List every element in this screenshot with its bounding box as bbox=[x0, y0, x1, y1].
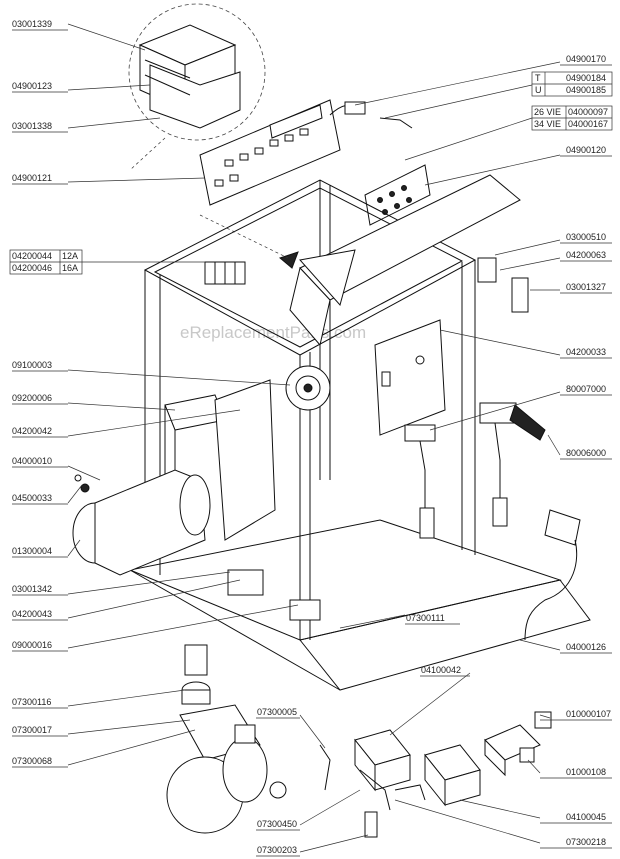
pump-part bbox=[166, 644, 287, 834]
solenoid-valve-2-part bbox=[424, 744, 481, 807]
transformer-part bbox=[138, 24, 241, 129]
label-04200063: 04200063 bbox=[566, 250, 606, 260]
direction-arrow bbox=[278, 251, 299, 269]
label-01300004: 01300004 bbox=[12, 546, 52, 556]
motor-part bbox=[72, 469, 211, 576]
label-04200046: 04200046 bbox=[12, 263, 52, 273]
label-07300203: 07300203 bbox=[257, 845, 297, 855]
label-04000010: 04000010 bbox=[12, 456, 52, 466]
label-04000167: 04000167 bbox=[568, 119, 608, 129]
top-cover-part bbox=[289, 174, 521, 347]
label-07300068: 07300068 bbox=[12, 756, 52, 766]
label-04000097: 04000097 bbox=[568, 107, 608, 117]
solenoid-valve-1-part bbox=[354, 729, 411, 792]
label-04900121: 04900121 bbox=[12, 173, 52, 183]
label-03001342: 03001342 bbox=[12, 584, 52, 594]
label-04000126: 04000126 bbox=[566, 642, 606, 652]
label-U: U bbox=[535, 85, 542, 95]
label-09200006: 09200006 bbox=[12, 393, 52, 403]
label-010000107: 010000107 bbox=[566, 709, 611, 719]
solenoid-valve-3-part bbox=[484, 711, 552, 777]
right-labels: 04900170 T 04900184 U 04900185 26 VIE 04… bbox=[531, 54, 613, 654]
water-handle-part bbox=[479, 402, 546, 527]
detail-circle bbox=[128, 3, 266, 141]
label-04100045: 04100045 bbox=[566, 812, 606, 822]
label-09100003: 09100003 bbox=[12, 360, 52, 370]
label-03001327: 03001327 bbox=[566, 282, 606, 292]
label-T: T bbox=[535, 73, 541, 83]
label-04900120: 04900120 bbox=[566, 145, 606, 155]
label-03001338: 03001338 bbox=[12, 121, 52, 131]
drip-tray-part bbox=[227, 569, 264, 596]
label-04900170: 04900170 bbox=[566, 54, 606, 64]
fitting-3-part bbox=[394, 784, 426, 801]
label-04100042: 04100042 bbox=[421, 665, 461, 675]
power-plug-part bbox=[524, 509, 581, 641]
label-16A: 16A bbox=[62, 263, 78, 273]
switch-part bbox=[477, 257, 497, 283]
valve-block-part bbox=[289, 599, 321, 621]
label-80007000: 80007000 bbox=[566, 384, 606, 394]
small-plate-part bbox=[511, 277, 529, 313]
control-board-part bbox=[199, 99, 341, 206]
label-01000108: 01000108 bbox=[566, 767, 606, 777]
label-07300450: 07300450 bbox=[257, 819, 297, 829]
watermark-text: eReplacementParts.com bbox=[180, 323, 366, 342]
label-12A: 12A bbox=[62, 251, 78, 261]
bottom-labels: 07300111 04100042 07300005 010000107 010… bbox=[256, 613, 612, 857]
label-07300218: 07300218 bbox=[566, 837, 606, 847]
small-board-part bbox=[364, 164, 431, 226]
fitting-4-part bbox=[364, 811, 378, 838]
label-07300005: 07300005 bbox=[257, 707, 297, 717]
label-03000510: 03000510 bbox=[566, 232, 606, 242]
label-04200042: 04200042 bbox=[12, 426, 52, 436]
label-09000016: 09000016 bbox=[12, 640, 52, 650]
label-07300017: 07300017 bbox=[12, 725, 52, 735]
steam-handle-part bbox=[404, 424, 436, 539]
switch-panel-part bbox=[374, 319, 446, 436]
left-labels: 03001339 04900123 03001338 04900121 0420… bbox=[9, 19, 83, 768]
parts-drawing bbox=[72, 3, 591, 838]
label-34-vie: 34 VIE bbox=[534, 119, 561, 129]
label-07300111: 07300111 bbox=[406, 613, 445, 623]
label-26-vie: 26 VIE bbox=[534, 107, 561, 117]
label-03001339: 03001339 bbox=[12, 19, 52, 29]
label-04200043: 04200043 bbox=[12, 609, 52, 619]
label-04900184: 04900184 bbox=[566, 73, 606, 83]
relay-block-part bbox=[204, 261, 246, 285]
label-04500033: 04500033 bbox=[12, 493, 52, 503]
label-04200044: 04200044 bbox=[12, 251, 52, 261]
label-04900185: 04900185 bbox=[566, 85, 606, 95]
leader-lines bbox=[67, 23, 561, 853]
wire-harness-part bbox=[329, 101, 413, 129]
pulley-part bbox=[285, 365, 331, 411]
label-80006000: 80006000 bbox=[566, 448, 606, 458]
label-07300116: 07300116 bbox=[12, 697, 51, 707]
label-04900123: 04900123 bbox=[12, 81, 52, 91]
fitting-2-part bbox=[359, 769, 391, 811]
fitting-1-part bbox=[319, 744, 331, 791]
label-04200033: 04200033 bbox=[566, 347, 606, 357]
